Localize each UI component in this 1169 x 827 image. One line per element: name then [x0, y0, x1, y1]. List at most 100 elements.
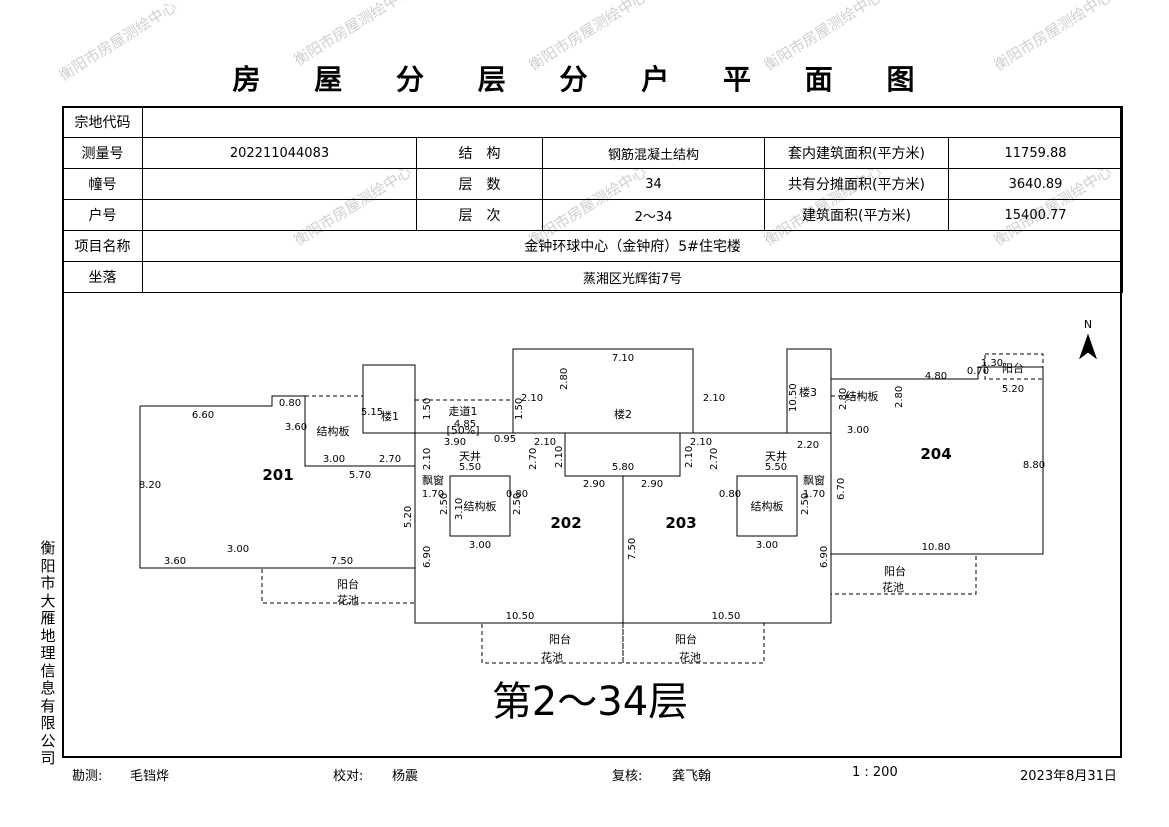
survey-no-value: 202211044083 [142, 137, 417, 169]
dim-label: 3.60 [285, 422, 307, 433]
room-label: 花池 [882, 581, 904, 594]
inner-area-label: 套内建筑面积(平方米) [764, 137, 949, 169]
balcony-203 [622, 622, 765, 664]
dim-label: 5.50 [459, 462, 481, 473]
parcel-code-value [141, 106, 1124, 138]
dim-label: 3.10 [454, 498, 465, 520]
dim-label: 0.80 [506, 489, 528, 500]
equipment-platform [984, 353, 1044, 380]
build-area-label: 建筑面积(平方米) [764, 199, 949, 231]
dim-label: 6.70 [836, 478, 847, 500]
unit-no-value [142, 199, 417, 231]
room-label: 飘窗 [422, 473, 444, 487]
info-table: 宗地代码 测量号 202211044083 结 构 钢筋混凝土结构 套内建筑面积… [62, 106, 1124, 293]
dim-label: 1.70 [803, 489, 825, 500]
dim-label: 3.00 [227, 544, 249, 555]
shared-area-value: 3640.89 [947, 168, 1124, 200]
dim-label: 0.70 [967, 366, 989, 377]
room-label: 阳台 [884, 564, 906, 578]
dim-label: 2.50 [800, 493, 811, 515]
dim-label: 2.70 [528, 448, 539, 470]
table-row: 宗地代码 [62, 106, 1124, 138]
dim-label: 1.30 [981, 358, 1003, 369]
dim-label: 1.50 [514, 398, 525, 420]
location-value: 蒸湘区光辉街7号 [141, 261, 1124, 293]
north-arrow-icon [1078, 333, 1098, 360]
unit-201-outline [139, 395, 416, 569]
table-row: 测量号 202211044083 结 构 钢筋混凝土结构 套内建筑面积(平方米)… [62, 137, 1124, 169]
dim-label: 2.10 [554, 446, 565, 468]
dim-label: 0.80 [719, 489, 741, 500]
room-label: 结构板 [751, 499, 784, 513]
shared-area-label: 共有分摊面积(平方米) [764, 168, 949, 200]
floor-plan: 201 202 203 204 N 楼1 楼2 楼3 走道1 [50%] 天井 … [64, 296, 1120, 756]
dim-label: 3.00 [756, 540, 778, 551]
date-text: 2023年8月31日 [1020, 769, 1117, 784]
dim-label: 6.60 [192, 410, 214, 421]
dim-label: 3.60 [164, 556, 186, 567]
dim-label: 7.50 [331, 556, 353, 567]
dim-label: 2.80 [559, 368, 570, 390]
room-label: 阳台 [337, 577, 359, 591]
check-name: 杨震 [392, 769, 419, 784]
table-row: 幢号 层 数 34 共有分摊面积(平方米) 3640.89 [62, 168, 1124, 200]
dim-label: 2.80 [838, 388, 849, 410]
dim-label: 2.10 [534, 437, 556, 448]
room-label: 阳台 [675, 632, 697, 646]
dim-label: 1.50 [422, 398, 433, 420]
unit-label-202: 202 [550, 514, 581, 532]
dim-label: 0.95 [494, 434, 516, 445]
floor-range-value: 2～34 [542, 199, 765, 231]
table-row: 坐落 蒸湘区光辉街7号 [62, 261, 1124, 293]
structure-label: 结 构 [416, 137, 543, 169]
dim-label: 10.50 [788, 383, 799, 412]
dim-label: 2.10 [521, 393, 543, 404]
build-area-value: 15400.77 [947, 199, 1124, 231]
dim-label: 7.50 [627, 538, 638, 560]
dim-label: 2.80 [894, 386, 905, 408]
dim-label: 5.15 [361, 407, 383, 418]
dim-label: 7.10 [612, 353, 634, 364]
parcel-code-label: 宗地代码 [62, 106, 143, 138]
company-vertical-text: 衡阳市大雁地理信息有限公司 [40, 539, 56, 767]
room-label: 天井 [765, 449, 787, 463]
floors-label: 层 数 [416, 168, 543, 200]
north-label: N [1084, 318, 1092, 331]
survey-name: 毛铛烨 [130, 769, 170, 784]
dim-label: 3.00 [847, 425, 869, 436]
balcony-202 [481, 622, 624, 664]
room-label: 结构板 [846, 389, 879, 403]
dim-label: 2.10 [703, 393, 725, 404]
room-label: 花池 [337, 594, 359, 607]
table-row: 户号 层 次 2～34 建筑面积(平方米) 15400.77 [62, 199, 1124, 231]
room-label: 天井 [459, 449, 481, 463]
floors-value: 34 [542, 168, 765, 200]
dim-label: 8.80 [1023, 460, 1045, 471]
dim-label: 5.70 [349, 470, 371, 481]
location-label: 坐落 [62, 261, 143, 293]
building-no-value [142, 168, 417, 200]
balcony-204 [830, 553, 977, 595]
room-label: 走道1 [449, 404, 478, 418]
dim-label: 2.10 [690, 437, 712, 448]
survey-label: 勘测: [72, 769, 103, 784]
stair-1-outline [362, 364, 416, 434]
unit-204-outline [831, 366, 1044, 555]
page-title: 房 屋 分 层 分 户 平 面 图 [232, 63, 937, 96]
room-label: 阳台 [549, 632, 571, 646]
dim-label: 4.80 [925, 371, 947, 382]
balcony-201 [261, 567, 416, 604]
dim-label: 5.80 [612, 462, 634, 473]
structure-value: 钢筋混凝土结构 [542, 137, 765, 169]
room-label: 楼3 [799, 385, 817, 399]
floor-range-label: 层 次 [416, 199, 543, 231]
dim-label: 10.50 [506, 611, 535, 622]
dim-label: 1.70 [422, 489, 444, 500]
dim-label: 3.00 [469, 540, 491, 551]
room-label: 阳台 [1002, 361, 1024, 375]
struct-board-right [736, 475, 798, 537]
dim-label: 2.70 [709, 448, 720, 470]
room-label: [50%] [446, 424, 479, 437]
struct-board-left [449, 475, 511, 537]
room-label: 结构板 [464, 499, 497, 513]
